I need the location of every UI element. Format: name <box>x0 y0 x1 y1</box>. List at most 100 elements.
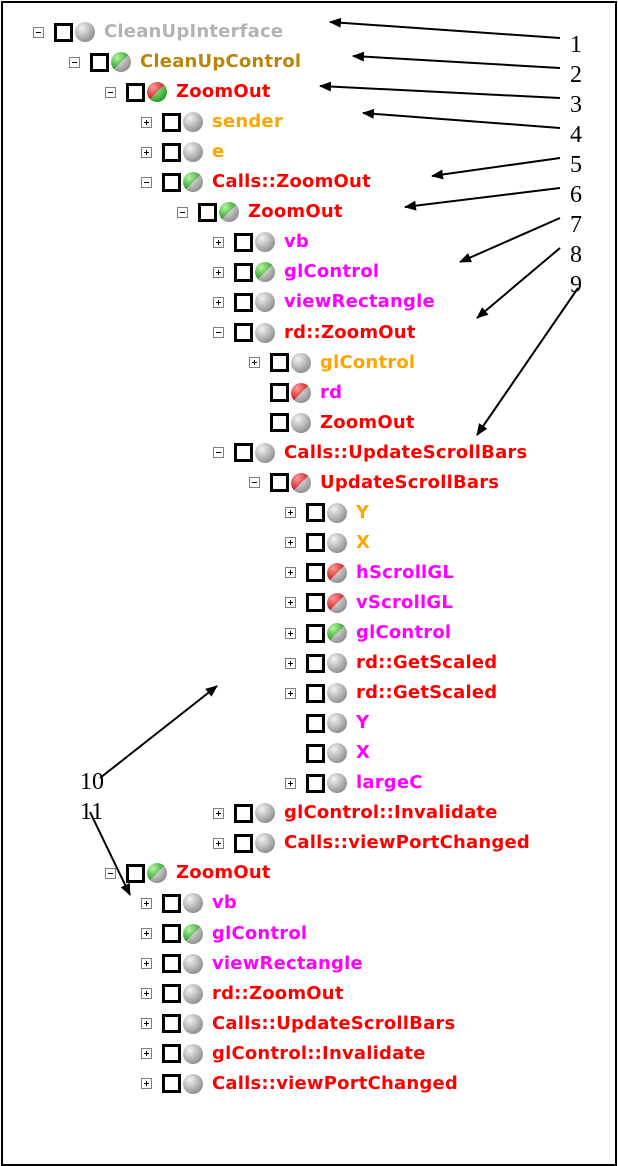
node-checkbox[interactable] <box>54 22 73 42</box>
node-checkbox[interactable] <box>306 533 325 553</box>
collapse-icon[interactable] <box>213 327 224 338</box>
tree-node[interactable]: Calls::ZoomOut <box>141 167 371 197</box>
node-checkbox[interactable] <box>306 593 325 613</box>
tree-node[interactable]: X <box>285 528 370 558</box>
expand-icon[interactable] <box>285 507 296 519</box>
expand-icon[interactable] <box>249 357 260 369</box>
expand-icon[interactable] <box>213 807 224 819</box>
tree-node[interactable]: rd::ZoomOut <box>141 979 344 1009</box>
node-checkbox[interactable] <box>234 232 253 252</box>
collapse-icon[interactable] <box>249 477 260 489</box>
node-checkbox[interactable] <box>162 893 181 913</box>
node-checkbox[interactable] <box>306 713 325 733</box>
expand-icon[interactable] <box>285 597 296 609</box>
tree-node[interactable]: viewRectangle <box>213 287 435 317</box>
collapse-icon[interactable] <box>33 26 44 38</box>
tree-node[interactable]: rd <box>249 378 342 408</box>
tree-node[interactable]: Y <box>285 498 369 528</box>
node-checkbox[interactable] <box>234 292 253 312</box>
tree-node[interactable]: Y <box>285 708 369 738</box>
node-checkbox[interactable] <box>306 683 325 703</box>
expand-icon[interactable] <box>141 146 152 158</box>
node-checkbox[interactable] <box>234 262 253 282</box>
node-checkbox[interactable] <box>306 623 325 643</box>
node-checkbox[interactable] <box>162 172 181 192</box>
node-checkbox[interactable] <box>234 833 253 853</box>
node-checkbox[interactable] <box>90 52 109 72</box>
tree-node[interactable]: largeC <box>285 768 423 798</box>
node-checkbox[interactable] <box>162 954 181 974</box>
tree-node[interactable]: sender <box>141 107 283 137</box>
tree-node[interactable]: vScrollGL <box>285 588 453 618</box>
node-checkbox[interactable] <box>234 443 253 463</box>
tree-node[interactable]: vb <box>141 888 237 918</box>
tree-node[interactable]: Calls::UpdateScrollBars <box>141 1009 455 1039</box>
node-checkbox[interactable] <box>306 503 325 523</box>
expand-icon[interactable] <box>141 1048 152 1060</box>
tree-node[interactable]: rd::GetScaled <box>285 678 497 708</box>
tree-node[interactable]: Calls::viewPortChanged <box>213 828 530 858</box>
collapse-icon[interactable] <box>213 447 224 459</box>
expand-icon[interactable] <box>141 116 152 128</box>
tree-node[interactable]: ZoomOut <box>249 408 415 438</box>
tree-node[interactable]: glControl::Invalidate <box>213 798 498 828</box>
node-checkbox[interactable] <box>126 863 145 883</box>
expand-icon[interactable] <box>141 928 152 939</box>
node-checkbox[interactable] <box>270 353 289 373</box>
collapse-icon[interactable] <box>141 176 152 188</box>
tree-node[interactable]: e <box>141 137 224 167</box>
tree-node[interactable]: CleanUpInterface <box>33 17 283 47</box>
collapse-icon[interactable] <box>69 56 80 68</box>
node-checkbox[interactable] <box>306 773 325 793</box>
expand-icon[interactable] <box>141 988 152 1000</box>
tree-node[interactable]: Calls::UpdateScrollBars <box>213 438 527 468</box>
node-checkbox[interactable] <box>162 984 181 1004</box>
tree-node[interactable]: glControl <box>249 348 415 378</box>
tree-node[interactable]: vb <box>213 227 309 257</box>
node-checkbox[interactable] <box>270 473 289 493</box>
tree-node[interactable]: UpdateScrollBars <box>249 468 499 498</box>
node-checkbox[interactable] <box>162 1044 181 1064</box>
expand-icon[interactable] <box>213 296 224 308</box>
tree-node[interactable]: glControl <box>213 257 379 287</box>
tree-node[interactable]: CleanUpControl <box>69 47 301 77</box>
node-checkbox[interactable] <box>162 924 181 943</box>
node-checkbox[interactable] <box>306 653 325 673</box>
node-checkbox[interactable] <box>234 803 253 823</box>
node-checkbox[interactable] <box>270 413 289 433</box>
tree-node[interactable]: glControl::Invalidate <box>141 1039 426 1069</box>
node-checkbox[interactable] <box>198 202 217 222</box>
node-checkbox[interactable] <box>162 1074 181 1094</box>
expand-icon[interactable] <box>213 236 224 248</box>
expand-icon[interactable] <box>141 897 152 909</box>
expand-icon[interactable] <box>285 657 296 669</box>
collapse-icon[interactable] <box>105 867 116 879</box>
tree-node[interactable]: X <box>285 738 370 768</box>
tree-node[interactable]: glControl <box>141 919 307 949</box>
expand-icon[interactable] <box>141 958 152 970</box>
tree-node[interactable]: ZoomOut <box>177 197 343 227</box>
expand-icon[interactable] <box>213 837 224 849</box>
expand-icon[interactable] <box>285 627 296 639</box>
node-checkbox[interactable] <box>162 142 181 162</box>
expand-icon[interactable] <box>213 266 224 278</box>
node-checkbox[interactable] <box>306 743 325 763</box>
node-checkbox[interactable] <box>234 323 253 342</box>
tree-node[interactable]: hScrollGL <box>285 558 454 588</box>
collapse-icon[interactable] <box>177 206 188 218</box>
tree-node[interactable]: rd::GetScaled <box>285 648 497 678</box>
node-checkbox[interactable] <box>306 563 325 583</box>
tree-node[interactable]: rd::ZoomOut <box>213 318 416 348</box>
tree-node[interactable]: ZoomOut <box>105 858 271 888</box>
tree-node[interactable]: ZoomOut <box>105 77 271 107</box>
tree-node[interactable]: Calls::viewPortChanged <box>141 1069 458 1099</box>
collapse-icon[interactable] <box>105 86 116 98</box>
expand-icon[interactable] <box>285 567 296 579</box>
expand-icon[interactable] <box>141 1018 152 1030</box>
expand-icon[interactable] <box>285 537 296 549</box>
expand-icon[interactable] <box>285 687 296 699</box>
expand-icon[interactable] <box>141 1078 152 1090</box>
expand-icon[interactable] <box>285 777 296 789</box>
node-checkbox[interactable] <box>270 383 289 403</box>
node-checkbox[interactable] <box>126 82 145 102</box>
